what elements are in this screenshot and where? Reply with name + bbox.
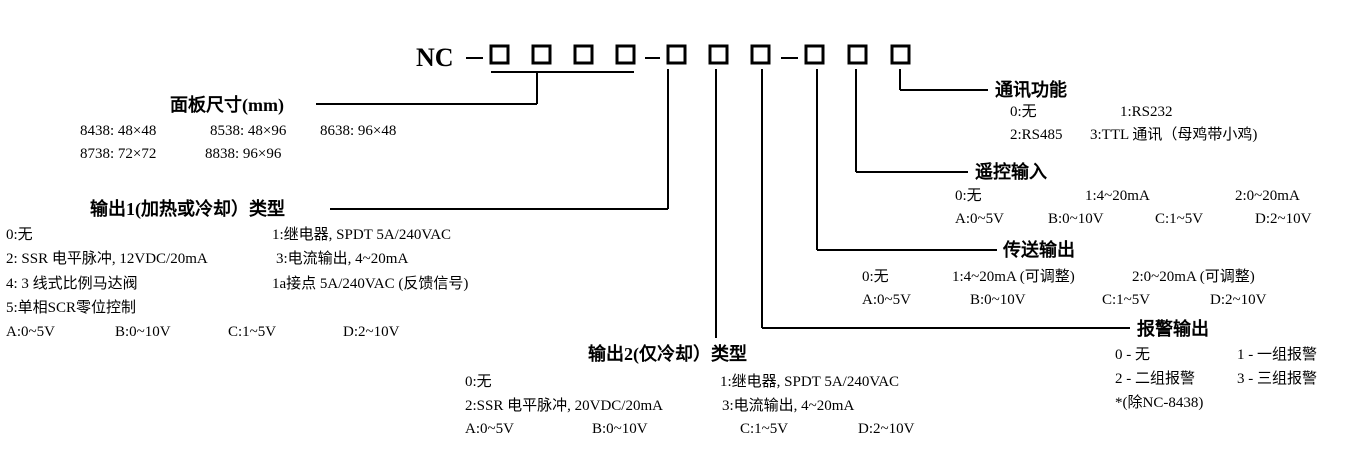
output1-option: D:2~10V (343, 324, 400, 340)
output2-option: B:0~10V (592, 421, 648, 437)
transmission-option: A:0~5V (862, 292, 911, 308)
remote-input-option: 0:无 (955, 188, 982, 204)
panel-size-option: 8838: 96×96 (205, 146, 282, 162)
transmission-option: B:0~10V (970, 292, 1026, 308)
code-box-panel-4 (615, 44, 636, 65)
remote-input-option: 1:4~20mA (1085, 188, 1150, 204)
transmission-option: D:2~10V (1210, 292, 1267, 308)
code-box-panel-2 (531, 44, 552, 65)
alarm-option: 3 - 三组报警 (1237, 371, 1317, 387)
transmission-option: 2:0~20mA (可调整) (1132, 269, 1255, 285)
alarm-option: *(除NC-8438) (1115, 395, 1204, 411)
transmission-option: 0:无 (862, 269, 889, 285)
panel-size-option: 8738: 72×72 (80, 146, 157, 162)
output1-option: 2: SSR 电平脉冲, 12VDC/20mA (6, 251, 208, 267)
panel-size-title: 面板尺寸(mm) (170, 95, 284, 115)
output2-option: 3:电流输出, 4~20mA (722, 398, 855, 414)
communication-option: 3:TTL 通讯（母鸡带小鸡) (1090, 127, 1258, 143)
output1-option: 1a接点 5A/240VAC (反馈信号) (272, 276, 469, 292)
output2-option: A:0~5V (465, 421, 514, 437)
output2-option: 2:SSR 电平脉冲, 20VDC/20mA (465, 398, 663, 414)
alarm-option: 2 - 二组报警 (1115, 371, 1195, 387)
code-box-alarm (750, 44, 771, 65)
output1-option: 0:无 (6, 227, 33, 243)
output2-option: 0:无 (465, 374, 492, 390)
output1-option: 4: 3 线式比例马达阀 (6, 276, 138, 292)
panel-size-option: 8538: 48×96 (210, 123, 287, 139)
output2-option: 1:继电器, SPDT 5A/240VAC (720, 374, 900, 390)
code-box-communication (890, 44, 911, 65)
transmission-option: C:1~5V (1102, 292, 1151, 308)
panel-size-option: 8638: 96×48 (320, 123, 397, 139)
code-box-remote (847, 44, 868, 65)
remote-input-title: 遥控输入 (975, 162, 1047, 182)
alarm-option: 0 - 无 (1115, 347, 1150, 363)
output1-option: 1:继电器, SPDT 5A/240VAC (272, 227, 452, 243)
communication-option: 1:RS232 (1120, 104, 1173, 120)
code-box-output2 (708, 44, 729, 65)
code-box-panel-1 (489, 44, 510, 65)
output2-title: 输出2(仅冷却）类型 (588, 344, 747, 364)
output1-title: 输出1(加热或冷却）类型 (90, 199, 285, 219)
code-box-output1 (666, 44, 687, 65)
output1-option: 5:单相SCR零位控制 (6, 300, 137, 316)
remote-input-option: C:1~5V (1155, 211, 1204, 227)
model-prefix: NC (416, 43, 454, 72)
transmission-option: 1:4~20mA (可调整) (952, 269, 1075, 285)
communication-title: 通讯功能 (995, 80, 1067, 100)
remote-input-option: B:0~10V (1048, 211, 1104, 227)
alarm-option: 1 - 一组报警 (1237, 347, 1317, 363)
remote-input-option: D:2~10V (1255, 211, 1312, 227)
code-box-panel-3 (573, 44, 594, 65)
output1-option: B:0~10V (115, 324, 171, 340)
communication-option: 0:无 (1010, 104, 1037, 120)
output2-option: C:1~5V (740, 421, 789, 437)
output1-option: C:1~5V (228, 324, 277, 340)
remote-input-option: A:0~5V (955, 211, 1004, 227)
transmission-title: 传送输出 (1003, 240, 1075, 260)
communication-option: 2:RS485 (1010, 127, 1063, 143)
output1-option: 3:电流输出, 4~20mA (276, 251, 409, 267)
remote-input-option: 2:0~20mA (1235, 188, 1300, 204)
code-box-transmission (804, 44, 825, 65)
output2-option: D:2~10V (858, 421, 915, 437)
panel-size-option: 8438: 48×48 (80, 123, 157, 139)
output1-option: A:0~5V (6, 324, 55, 340)
alarm-title: 报警输出 (1137, 319, 1209, 339)
